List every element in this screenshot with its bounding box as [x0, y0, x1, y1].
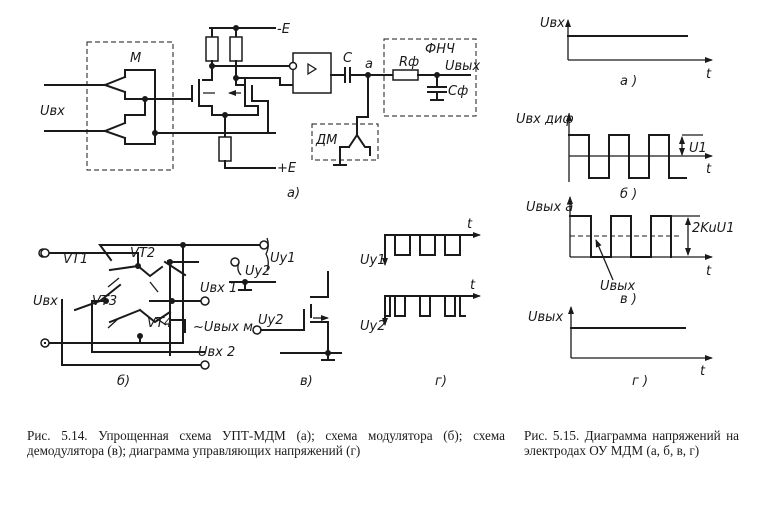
- input-wire-bottom: [44, 121, 127, 140]
- demodulator-switch: [333, 74, 371, 166]
- uy1-label: Uy1: [360, 253, 385, 268]
- out-1-label: Uвх 1: [200, 281, 237, 296]
- diag-v-xlabel: t: [706, 264, 712, 279]
- control-2-label: Uy2: [245, 264, 270, 279]
- resistor-load-left: [205, 36, 219, 62]
- modulator-box: [86, 41, 174, 171]
- demod-fet: [260, 271, 342, 361]
- vt4-label: VT4: [147, 316, 172, 331]
- diag-g-ylabel: Uвых: [528, 310, 563, 325]
- panel-g-label: г): [435, 374, 447, 389]
- control-braces: [237, 237, 269, 276]
- filter-box: [383, 38, 477, 117]
- panel-b-label: б): [117, 374, 130, 389]
- filter-resistor: [392, 69, 419, 81]
- uy1-time-label: t: [467, 217, 473, 232]
- resistor-load-right: [229, 36, 243, 62]
- modulator-switch-wires: [124, 69, 276, 145]
- diag-v-ylabel: Uвых a: [526, 200, 573, 215]
- voltage-diagrams: Uвх t а ) Uвх диф U1 t б ) Uвых a 2KuU1 …: [516, 16, 734, 389]
- diag-a-label: а ): [620, 74, 637, 89]
- vt1-label: VT1: [63, 252, 88, 267]
- diag-v-label: в ): [620, 292, 637, 307]
- diag-g-xlabel: t: [700, 364, 706, 379]
- caption-fig-5-14: Рис. 5.14. Упрощенная схема УПТ-МДМ (а);…: [27, 428, 505, 458]
- diag-v-mean-label: Uвых: [600, 279, 635, 294]
- node-a-label: a: [365, 57, 373, 72]
- bridge-outputs: [44, 261, 205, 356]
- bridge-output-label: ~Uвых м: [193, 320, 253, 335]
- udiff-waveform: [568, 134, 687, 179]
- diag-v-amplitude: 2KuU1: [692, 221, 734, 236]
- vt2-label: VT2: [130, 246, 155, 261]
- panel-a-label: а): [287, 186, 300, 201]
- caption-fig-5-15: Рис. 5.15. Диаграмма напряжений на элект…: [524, 428, 739, 458]
- amplifier-triangle-icon: [307, 62, 318, 76]
- demod-control-label: Uy2: [258, 313, 283, 328]
- demodulator-circuit: Uy2 в): [252, 271, 342, 389]
- capacitor-label: C: [343, 51, 353, 66]
- bridge-transistor-gates: [107, 277, 167, 329]
- uy1-axes: [384, 234, 474, 259]
- diag-a-ylabel: Uвх: [540, 16, 565, 31]
- filter-label: ФНЧ: [425, 42, 455, 57]
- diag-a-xlabel: t: [706, 67, 712, 82]
- filter-capacitor-label: Cф: [448, 84, 468, 99]
- fet-pair: [191, 79, 269, 132]
- drain-wires: [202, 60, 294, 86]
- filter-capacitor: [417, 74, 471, 101]
- modulator-bridge: VT1 VT2 VT3 VT4 Uвх Uy1 Uy2 Uвх 1 Uвх 2 …: [33, 237, 295, 389]
- out-2-label: Uвх 2: [198, 345, 235, 360]
- input-wire-top: [44, 75, 127, 94]
- control-voltage-diagram: t Uy1 t Uy2 г): [360, 217, 481, 389]
- diag-b-label: б ): [620, 187, 637, 202]
- filter-resistor-label: Rф: [399, 55, 419, 70]
- demodulator-label: ДМ: [315, 133, 337, 148]
- uy2-time-label: t: [470, 278, 476, 293]
- bridge-input-label: Uвх: [33, 294, 58, 309]
- uy2-label: Uy2: [360, 319, 385, 334]
- resistor-source: [218, 136, 232, 162]
- diag-b-amplitude: U1: [689, 141, 707, 156]
- panel-v-label: в): [300, 374, 313, 389]
- bridge-top-wires: [44, 244, 263, 344]
- uout-a-waveform: [569, 215, 672, 258]
- pos-supply-rail: [224, 160, 276, 169]
- control-1-label: Uy1: [270, 251, 295, 266]
- circuit-upt-mdm: М Uвх -E +E C a ФНЧ Rф: [40, 22, 480, 201]
- neg-supply-label: -E: [277, 22, 291, 37]
- input-label: Uвх: [40, 104, 65, 119]
- amplifier: [292, 52, 332, 94]
- uy2-waveform: [384, 295, 466, 317]
- vt3-label: VT3: [92, 294, 117, 309]
- uy1-waveform: [394, 234, 461, 256]
- diag-b-ylabel: Uвх диф: [516, 112, 574, 127]
- pos-supply-label: +E: [277, 161, 297, 176]
- output-label: Uвых: [445, 59, 480, 74]
- diag-g-label: г ): [632, 374, 648, 389]
- bridge-lower-wires: [44, 299, 201, 366]
- modulator-label: М: [130, 51, 141, 66]
- neg-supply-rail: [209, 27, 276, 38]
- demodulator-box: [311, 123, 379, 161]
- coupling-capacitor: [330, 67, 429, 83]
- diag-b-xlabel: t: [706, 162, 712, 177]
